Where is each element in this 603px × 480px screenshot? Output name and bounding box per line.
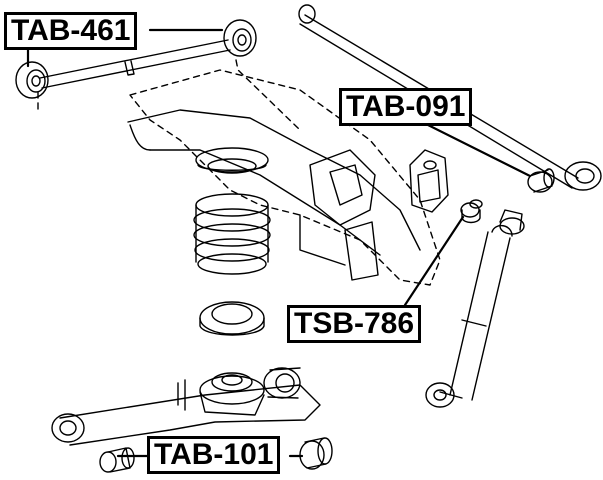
bushing-tab-101-left — [99, 447, 135, 473]
coil-spring — [193, 147, 271, 275]
bushing-tsb-786 — [460, 199, 483, 224]
bushing-tab-101-right — [299, 437, 333, 470]
bushing-upper-left — [15, 61, 49, 99]
label-tab-091: TAB-091 — [339, 88, 473, 126]
spring-seat — [199, 301, 265, 336]
leader-tsb-786 — [403, 215, 465, 307]
leader-tab-091 — [416, 118, 532, 178]
bump-stop — [409, 149, 449, 213]
upper-control-arm — [37, 39, 301, 131]
label-tab-461: TAB-461 — [4, 12, 138, 50]
lower-control-arm — [51, 367, 321, 446]
bushing-upper-right — [223, 19, 257, 57]
label-tsb-786: TSB-786 — [287, 305, 422, 343]
bushing-tab-091 — [527, 168, 555, 193]
label-tab-101: TAB-101 — [147, 436, 281, 474]
shock-absorber — [425, 209, 525, 408]
